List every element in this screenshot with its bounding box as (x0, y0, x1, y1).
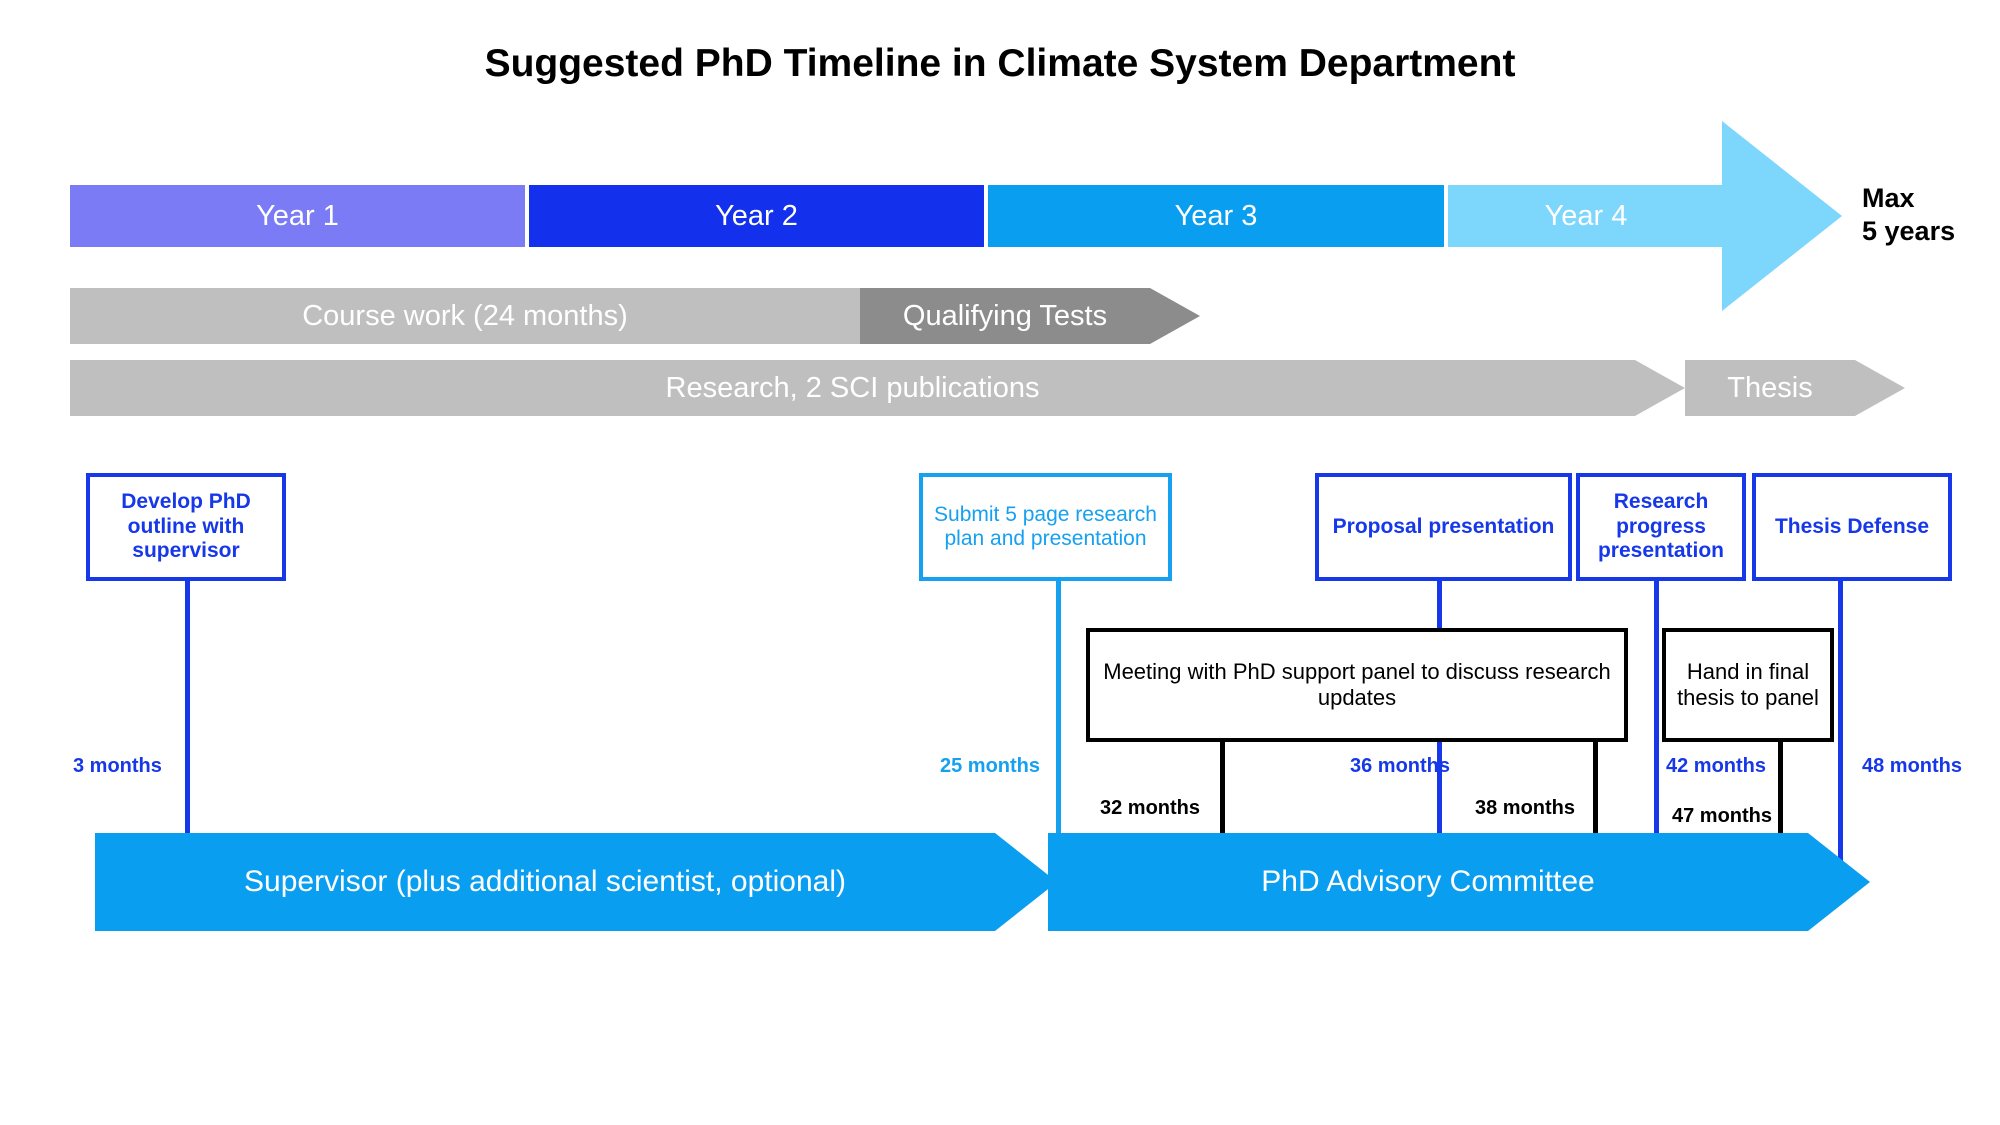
year-segment-2-label: Year 2 (715, 199, 798, 232)
year-segment-1[interactable]: Year 1 (70, 185, 525, 247)
connector-3-months (185, 580, 190, 833)
month-marker-42: 42 months (1666, 755, 1767, 777)
milestone-hand-in-thesis[interactable]: Hand in final thesis to panel (1662, 628, 1834, 742)
phase-bar-thesis-tip (1855, 360, 1905, 416)
year-segment-3[interactable]: Year 3 (988, 185, 1444, 247)
milestone-thesis-defense[interactable]: Thesis Defense (1752, 473, 1952, 581)
phase-bar-research[interactable]: Research, 2 SCI publications (70, 360, 1635, 416)
role-bar-advisory-committee[interactable]: PhD Advisory Committee (1048, 833, 1808, 931)
year-segment-4[interactable]: Year 4 (1448, 185, 1724, 247)
milestone-thesis-defense-label: Thesis Defense (1774, 514, 1930, 538)
phase-bar-qualifying-tests-tip (1150, 288, 1200, 344)
month-marker-47: 47 months (1672, 805, 1773, 827)
milestone-proposal-presentation-label: Proposal presentation (1332, 514, 1555, 538)
month-marker-48: 48 months (1862, 755, 1963, 777)
role-bar-supervisor-label: Supervisor (plus additional scientist, o… (244, 865, 846, 898)
milestone-develop-outline[interactable]: Develop PhD outline with supervisor (86, 473, 286, 581)
milestone-support-panel-meeting[interactable]: Meeting with PhD support panel to discus… (1086, 628, 1628, 742)
phase-bar-qualifying-tests-label: Qualifying Tests (902, 299, 1108, 332)
role-bar-advisory-committee-tip (1808, 833, 1870, 931)
phase-bar-coursework-label: Course work (24 months) (302, 299, 628, 332)
role-bar-advisory-committee-label: PhD Advisory Committee (1261, 865, 1595, 898)
milestone-hand-in-thesis-label: Hand in final thesis to panel (1677, 659, 1819, 710)
page-title: Suggested PhD Timeline in Climate System… (484, 42, 1516, 85)
max-duration-label: Max 5 years (1862, 182, 1955, 248)
connector-32-months (1220, 742, 1225, 833)
month-marker-38: 38 months (1475, 797, 1576, 819)
connector-38-months (1593, 742, 1598, 833)
month-marker-36: 36 months (1350, 755, 1451, 777)
milestone-research-progress-label: Research progress presentation (1597, 490, 1725, 563)
year-segment-1-label: Year 1 (256, 199, 339, 232)
year-segment-2[interactable]: Year 2 (529, 185, 984, 247)
milestone-submit-research-plan[interactable]: Submit 5 page research plan and presenta… (919, 473, 1172, 581)
milestone-submit-research-plan-label: Submit 5 page research plan and presenta… (934, 502, 1157, 550)
max-duration-line2: 5 years (1862, 215, 1956, 246)
connector-47-months (1778, 742, 1783, 876)
milestone-support-panel-meeting-label: Meeting with PhD support panel to discus… (1103, 659, 1611, 710)
phase-bar-thesis[interactable]: Thesis (1685, 360, 1855, 416)
milestone-proposal-presentation[interactable]: Proposal presentation (1315, 473, 1572, 581)
month-marker-25: 25 months (940, 755, 1041, 777)
year-segment-4-label: Year 4 (1544, 199, 1628, 232)
phase-bar-thesis-label: Thesis (1727, 371, 1813, 404)
max-duration-line1: Max (1862, 183, 1915, 213)
year-segment-3-label: Year 3 (1174, 199, 1258, 232)
connector-48-months (1838, 580, 1843, 876)
role-bar-supervisor[interactable]: Supervisor (plus additional scientist, o… (95, 833, 995, 931)
connector-25-months (1056, 580, 1061, 833)
phase-bar-research-tip (1635, 360, 1685, 416)
month-marker-32: 32 months (1100, 797, 1201, 819)
role-bar-supervisor-tip (995, 833, 1057, 931)
milestone-research-progress[interactable]: Research progress presentation (1576, 473, 1746, 581)
phase-bar-research-label: Research, 2 SCI publications (665, 371, 1040, 404)
phase-bar-qualifying-tests[interactable]: Qualifying Tests (860, 288, 1150, 344)
connector-42-months (1654, 580, 1659, 833)
phase-bar-coursework[interactable]: Course work (24 months) (70, 288, 860, 344)
milestone-develop-outline-label: Develop PhD outline with supervisor (121, 490, 251, 563)
month-marker-3: 3 months (73, 755, 162, 777)
year-arrowhead (1722, 121, 1842, 311)
